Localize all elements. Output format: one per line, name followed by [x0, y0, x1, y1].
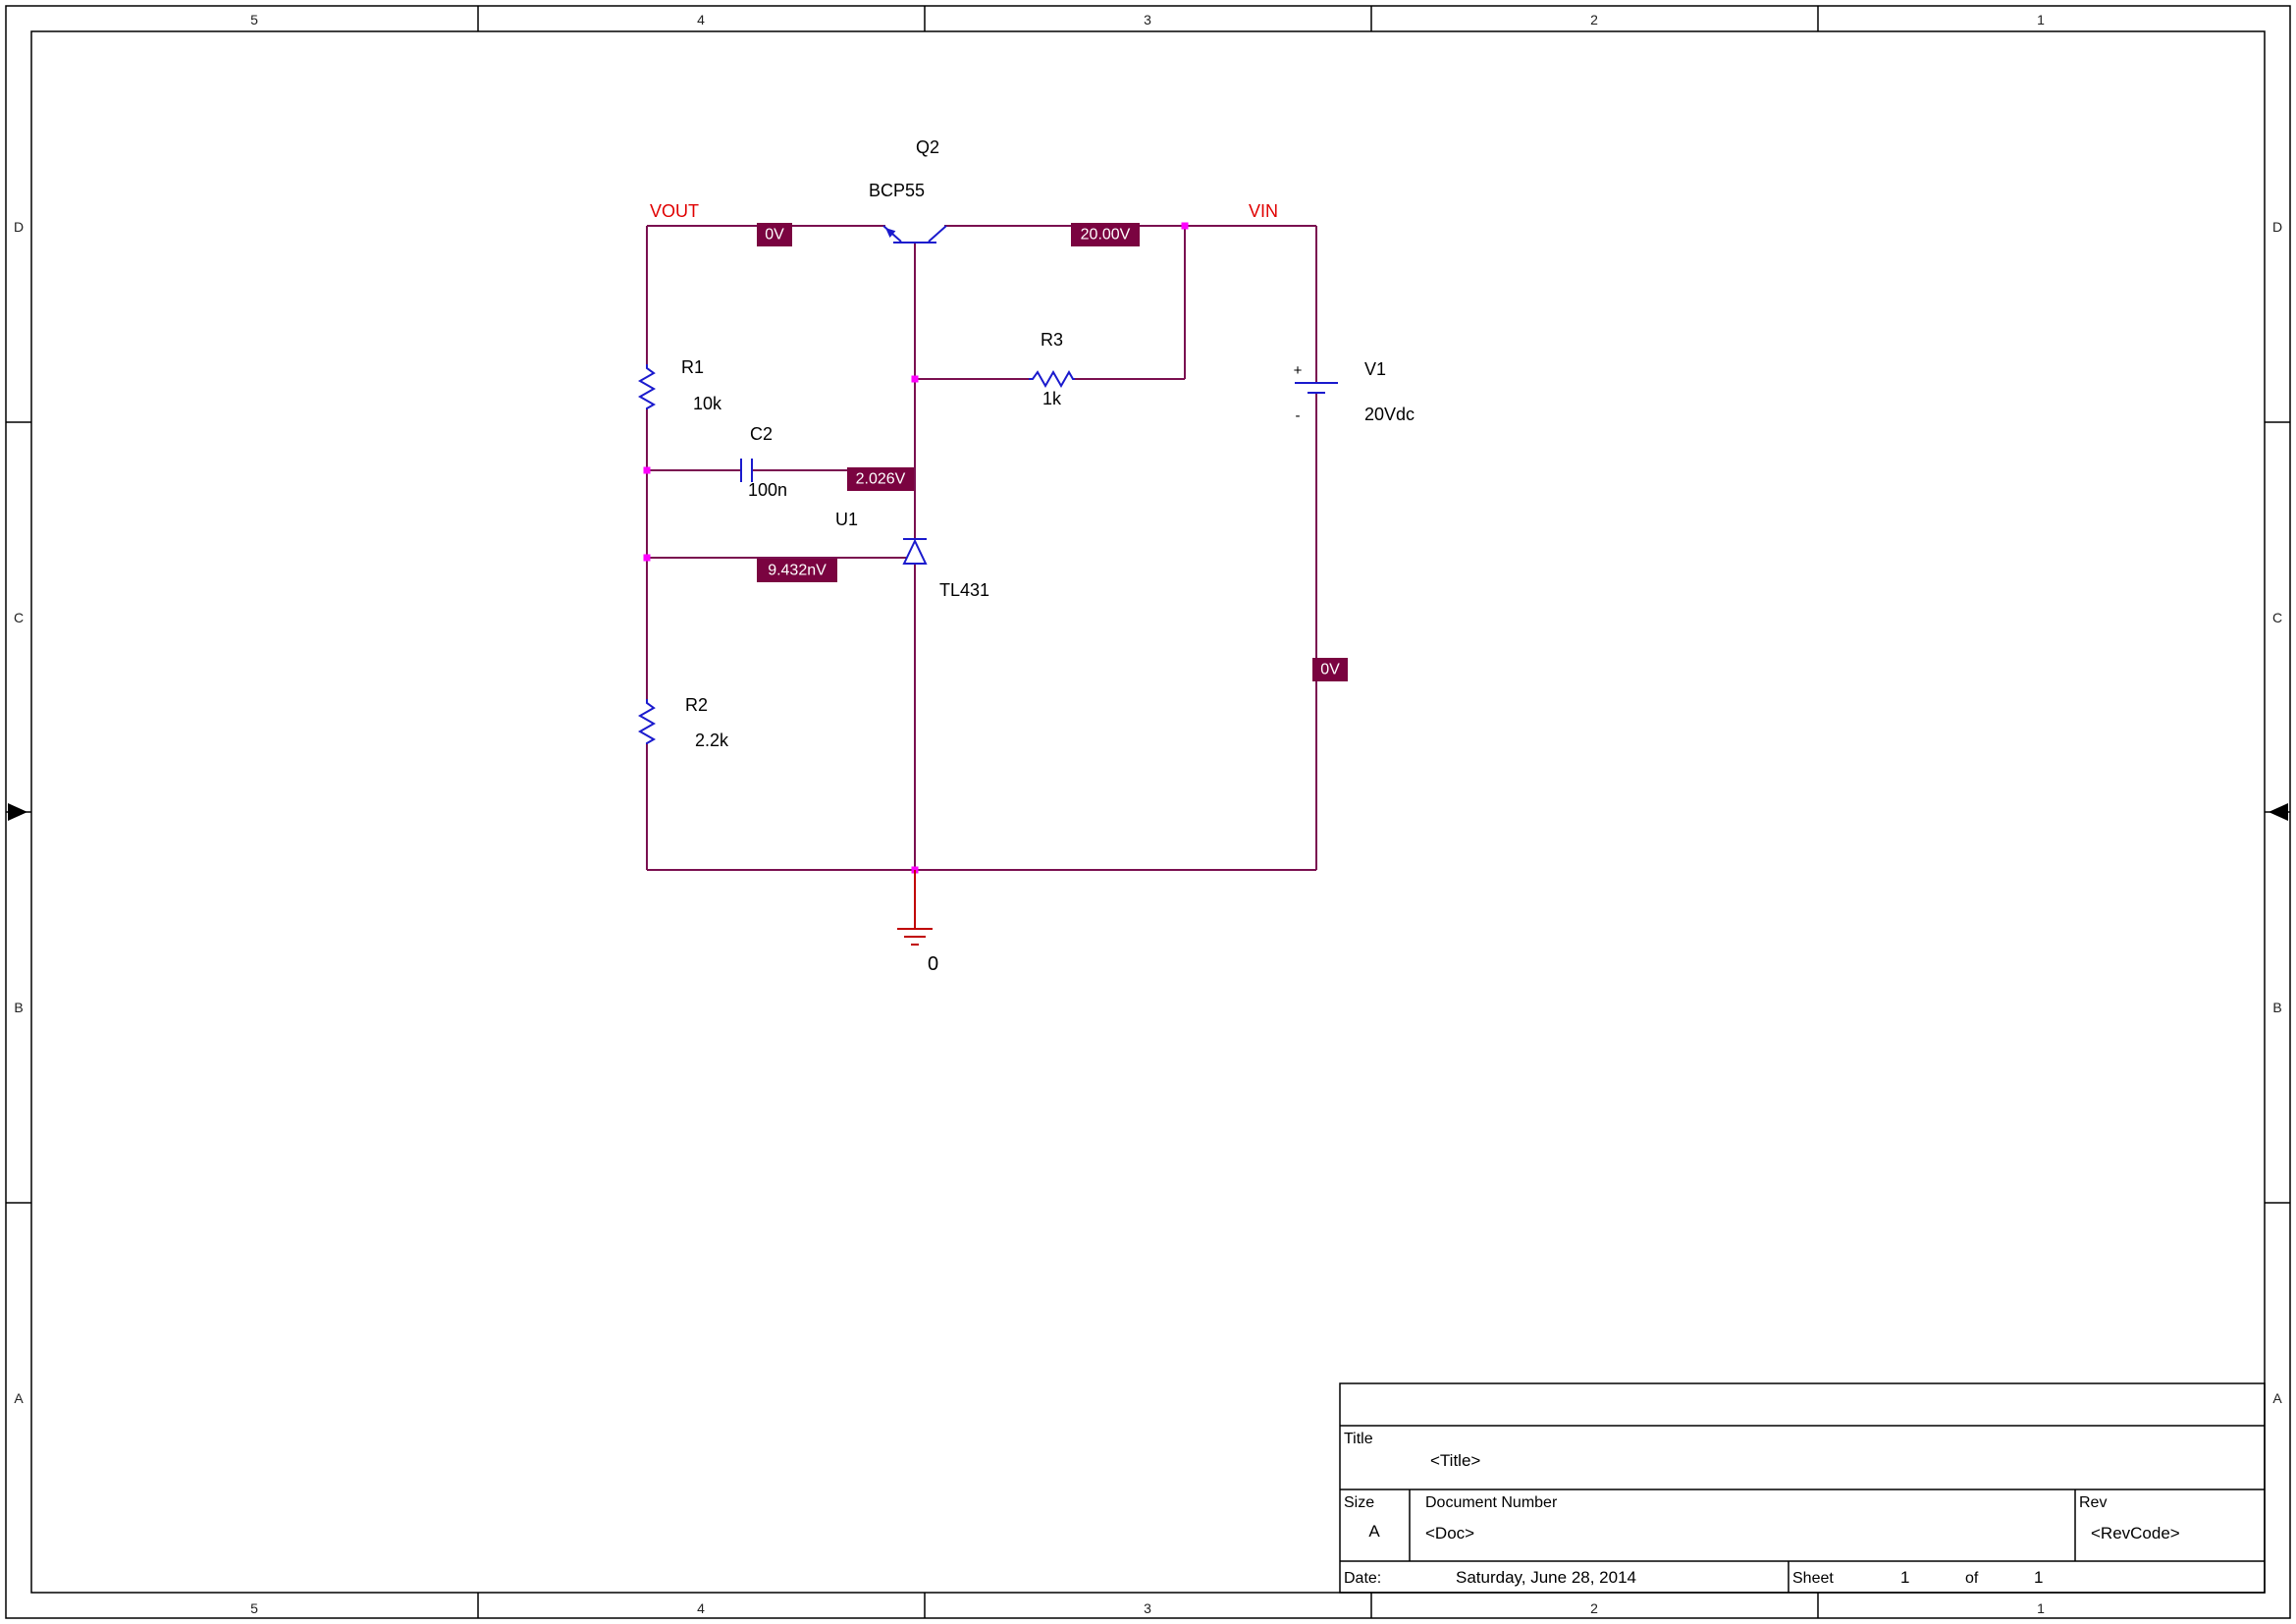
u1-value-label[interactable]: TL431 — [939, 580, 989, 600]
document-number-label: Document Number — [1425, 1494, 1558, 1511]
sheet-frame: 5 4 3 2 1 5 4 3 2 1 D C B A D C B A — [5, 5, 2291, 1619]
zone-col-label: 2 — [1590, 1600, 1598, 1616]
ground-symbol[interactable]: 0 — [897, 870, 938, 975]
c2-ref-label[interactable]: C2 — [750, 424, 773, 444]
probe-ref[interactable]: 9.432nV — [757, 559, 837, 582]
zone-col-label: 3 — [1144, 1600, 1151, 1616]
c2-value-label[interactable]: 100n — [748, 480, 787, 500]
junction-dot[interactable] — [911, 375, 919, 383]
voltage-source-v1[interactable]: + - V1 20Vdc — [1294, 359, 1415, 424]
q2-emitter-arrow-icon — [885, 228, 896, 238]
r1-symbol[interactable] — [637, 364, 657, 409]
zone-row-label: D — [14, 219, 24, 235]
frame-outer-border — [5, 5, 2291, 1619]
circuit-wires — [646, 225, 1317, 871]
title-block-border — [1339, 1382, 2266, 1594]
zone-col-label: 4 — [697, 1600, 705, 1616]
probe-cathode[interactable]: 2.026V — [847, 467, 914, 491]
zone-col-label: 2 — [1590, 12, 1598, 27]
shunt-regulator-u1[interactable]: U1 TL431 — [835, 510, 989, 600]
sheet-number-value[interactable]: 1 — [1900, 1568, 1909, 1587]
v1-ref-label[interactable]: V1 — [1364, 359, 1386, 379]
q2-ref-label[interactable]: Q2 — [916, 137, 939, 157]
zone-row-label: B — [14, 1000, 23, 1015]
zone-col-label: 1 — [2037, 1600, 2045, 1616]
probe-ref-box[interactable] — [757, 559, 837, 582]
q2-value-label[interactable]: BCP55 — [869, 181, 925, 200]
zone-row-label: C — [2272, 610, 2282, 625]
title-block: Title <Title> Size A Document Number <Do… — [1339, 1382, 2266, 1594]
probe-vin-box[interactable] — [1071, 223, 1140, 246]
size-label: Size — [1344, 1494, 1374, 1511]
left-alignment-arrow-icon — [8, 803, 27, 821]
zone-row-label: D — [2272, 219, 2282, 235]
r3-ref-label[interactable]: R3 — [1041, 330, 1063, 350]
junction-dot[interactable] — [1181, 222, 1189, 230]
sheet-total-value[interactable]: 1 — [2034, 1568, 2043, 1587]
probe-source-neg-box[interactable] — [1312, 658, 1348, 681]
title-value[interactable]: <Title> — [1430, 1451, 1480, 1470]
r2-value-label[interactable]: 2.2k — [695, 731, 729, 750]
zone-col-label: 5 — [250, 1600, 258, 1616]
zone-col-label: 4 — [697, 12, 705, 27]
zone-row-label: A — [2272, 1390, 2282, 1406]
r3-value-label[interactable]: 1k — [1042, 389, 1062, 408]
resistor-r3[interactable]: R3 1k — [1029, 330, 1075, 408]
rev-label: Rev — [2079, 1494, 2107, 1511]
zone-col-label: 1 — [2037, 12, 2045, 27]
net-label-vout[interactable]: VOUT — [650, 201, 699, 221]
probe-cathode-value: 2.026V — [856, 471, 906, 488]
r2-ref-label[interactable]: R2 — [685, 695, 708, 715]
probe-vin-value: 20.00V — [1081, 227, 1131, 244]
probe-vout-box[interactable] — [757, 223, 792, 246]
u1-ref-label[interactable]: U1 — [835, 510, 858, 529]
sheet-of-label: of — [1965, 1570, 1979, 1587]
date-label: Date: — [1344, 1570, 1381, 1587]
zone-row-label: C — [14, 610, 24, 625]
rev-value[interactable]: <RevCode> — [2091, 1524, 2180, 1543]
probe-cathode-box[interactable] — [847, 467, 914, 491]
capacitor-c2[interactable]: C2 100n — [740, 424, 787, 500]
zone-row-label: B — [2272, 1000, 2281, 1015]
right-alignment-arrow-icon — [2269, 803, 2288, 821]
resistor-r1[interactable]: R1 10k — [637, 357, 722, 413]
probe-vout[interactable]: 0V — [757, 223, 792, 246]
probe-source-neg[interactable]: 0V — [1312, 658, 1348, 681]
zone-col-label: 5 — [250, 12, 258, 27]
junction-dot[interactable] — [643, 466, 651, 474]
v1-plus-sign: + — [1294, 362, 1303, 379]
bias-voltage-probes: 0V 20.00V 2.026V 9.432nV 0V — [757, 223, 1348, 681]
date-value[interactable]: Saturday, June 28, 2014 — [1456, 1568, 1636, 1587]
transistor-q2[interactable]: Q2 BCP55 — [869, 137, 947, 244]
v1-value-label[interactable]: 20Vdc — [1364, 405, 1415, 424]
r1-value-label[interactable]: 10k — [693, 394, 722, 413]
zone-col-label: 3 — [1144, 12, 1151, 27]
resistor-r2[interactable]: R2 2.2k — [637, 695, 729, 750]
title-label: Title — [1344, 1431, 1373, 1447]
u1-triangle[interactable] — [902, 538, 928, 565]
r3-symbol[interactable] — [1029, 369, 1075, 389]
q2-collector-lead[interactable] — [928, 225, 947, 243]
frame-inner-border — [30, 30, 2266, 1594]
probe-vout-value: 0V — [765, 227, 784, 244]
junction-dot[interactable] — [643, 554, 651, 562]
probe-ref-value: 9.432nV — [768, 563, 827, 579]
zone-row-label: A — [14, 1390, 24, 1406]
r2-symbol[interactable] — [637, 699, 657, 744]
v1-minus-sign: - — [1296, 407, 1301, 424]
sheet-label: Sheet — [1792, 1570, 1834, 1587]
document-number-value[interactable]: <Doc> — [1425, 1524, 1474, 1543]
probe-vin[interactable]: 20.00V — [1071, 223, 1140, 246]
r1-ref-label[interactable]: R1 — [681, 357, 704, 377]
probe-source-neg-value: 0V — [1320, 662, 1340, 678]
net-label-vin[interactable]: VIN — [1249, 201, 1278, 221]
ground-net-label[interactable]: 0 — [928, 953, 938, 975]
size-value[interactable]: A — [1368, 1522, 1380, 1541]
